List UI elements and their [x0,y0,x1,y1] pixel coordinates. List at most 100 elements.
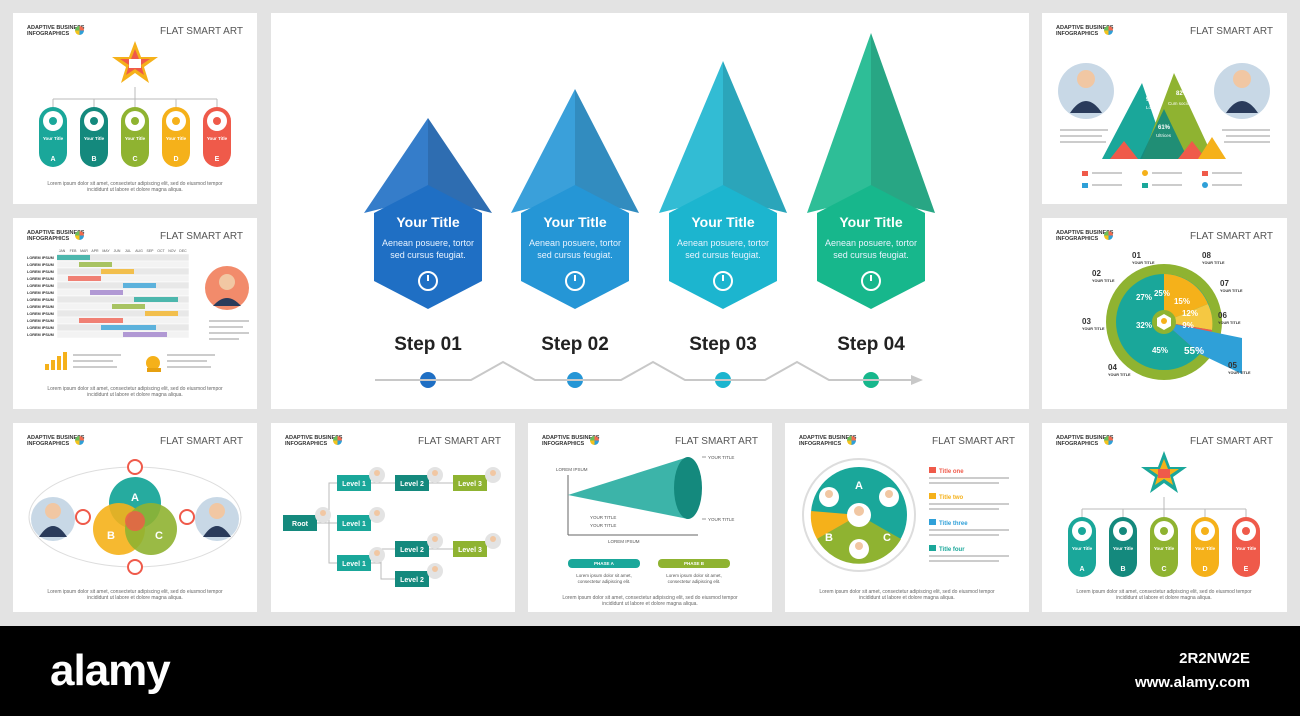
org-icon [90,117,98,125]
arrow-shade [575,89,639,213]
gantt-month: DEC [179,249,187,253]
tree-node-box [453,541,487,557]
step-text: Aenean posuere, tortor [382,238,474,248]
svg-text:A: A [131,492,139,504]
gantt-month: JAN [59,249,66,253]
org-letter: B [91,156,96,163]
card-caption: Lorem ipsum dolor sit amet, consectetur … [819,589,995,601]
brand-pie-icon [75,436,84,445]
gantt-row [56,260,190,269]
flat-smart-art-label: FLAT SMART ART [675,436,758,447]
donut-item-title: YOUR TITLE [1218,321,1241,325]
tree-node-label: Level 1 [342,561,366,568]
svg-text:YOUR TITLE: YOUR TITLE [590,523,616,528]
phase-a-text: Lorem ipsum dolor sit amet, consectetur … [576,573,632,584]
donut-number: 06 [1218,311,1227,320]
arrow-shade [428,118,492,213]
tree-level1: Level 1 [337,507,385,531]
svg-text:LOREM IPSUM: LOREM IPSUM [608,539,640,544]
donut-item-title: YOUR TITLE [1220,289,1243,293]
arrow-shade [723,61,787,213]
card-caption: Lorem ipsum dolor sit amet, consectetur … [562,595,738,607]
org-title: Your Title [43,136,64,141]
svg-text:LOREM IPSUM: LOREM IPSUM [556,467,588,472]
title-icon [929,467,936,473]
gantt-month: APR [91,249,99,253]
donut-item-title: YOUR TITLE [1082,327,1105,331]
gantt-month: NOV [168,249,176,253]
gantt-row-label: LOREM IPSUM [27,284,54,288]
brand-pie-icon [1104,26,1113,35]
tree-level2: Level 2 [395,533,443,557]
chat-icon [75,509,91,525]
svg-text:B: B [825,532,833,544]
donut-number: 02 [1092,269,1101,278]
gantt-bar [79,318,123,323]
svg-text:PHASE A: PHASE A [594,561,615,566]
flat-smart-art-label: FLAT SMART ART [160,231,243,242]
donut-number: 08 [1202,251,1211,260]
step-label: Step 04 [837,334,905,355]
step-hexagon [374,185,482,309]
card-caption: Lorem ipsum dolor sit amet, consectetur … [1076,589,1252,601]
arrow-head [364,118,492,213]
svg-text:Ultrices: Ultrices [1156,133,1172,138]
step-title: Your Title [691,214,754,230]
org-icon [131,117,139,125]
flat-smart-art-label: FLAT SMART ART [418,436,501,447]
phase-b-text: Lorem ipsum dolor sit amet, consectetur … [666,573,722,584]
bar-chart-icon [45,352,67,370]
alamy-logo: alamy [50,646,171,695]
org-letter: A [50,156,55,163]
flat-smart-art-label: FLAT SMART ART [160,436,243,447]
circle-title-label: Title four [939,547,965,553]
org-letter: E [1244,566,1249,573]
donut-pct: 55% [1184,346,1204,357]
org-title: Your Title [1113,546,1134,551]
tree-node-box [395,571,429,587]
org-title: Your Title [1072,546,1093,551]
timeline-line [375,360,911,381]
tree-node-box [283,515,317,531]
gantt-row-label: LOREM IPSUM [27,333,54,337]
cone-diagram: LOREM IPSUM YOUR TITLE YOUR TITLE LOREM … [556,455,734,568]
tree-level2: Level 2 [395,563,443,587]
donut-pct: 45% [1152,346,1168,355]
org-title: Your Title [84,136,105,141]
flat-smart-art-label: FLAT SMART ART [1190,231,1273,242]
step-text: sed cursus feugiat. [833,250,909,260]
tree-node-label: Level 2 [400,547,424,554]
gantt-row-label: LOREM IPSUM [27,291,54,295]
tree-level1: Level 1 [337,547,385,571]
tree-node-label: Level 2 [400,577,424,584]
gantt-bar [134,297,178,302]
gantt-month: SEP [146,249,154,253]
circle-title-label: Title two [939,495,964,501]
svg-text:97%: 97% [1146,97,1159,103]
tree-node-box [337,555,371,571]
gantt-row-label: LOREM IPSUM [27,312,54,316]
brand-pie-icon [590,436,599,445]
money-icon [146,356,161,372]
circle-title-1: Title one [929,467,1009,484]
brand-pie-icon [75,231,84,240]
